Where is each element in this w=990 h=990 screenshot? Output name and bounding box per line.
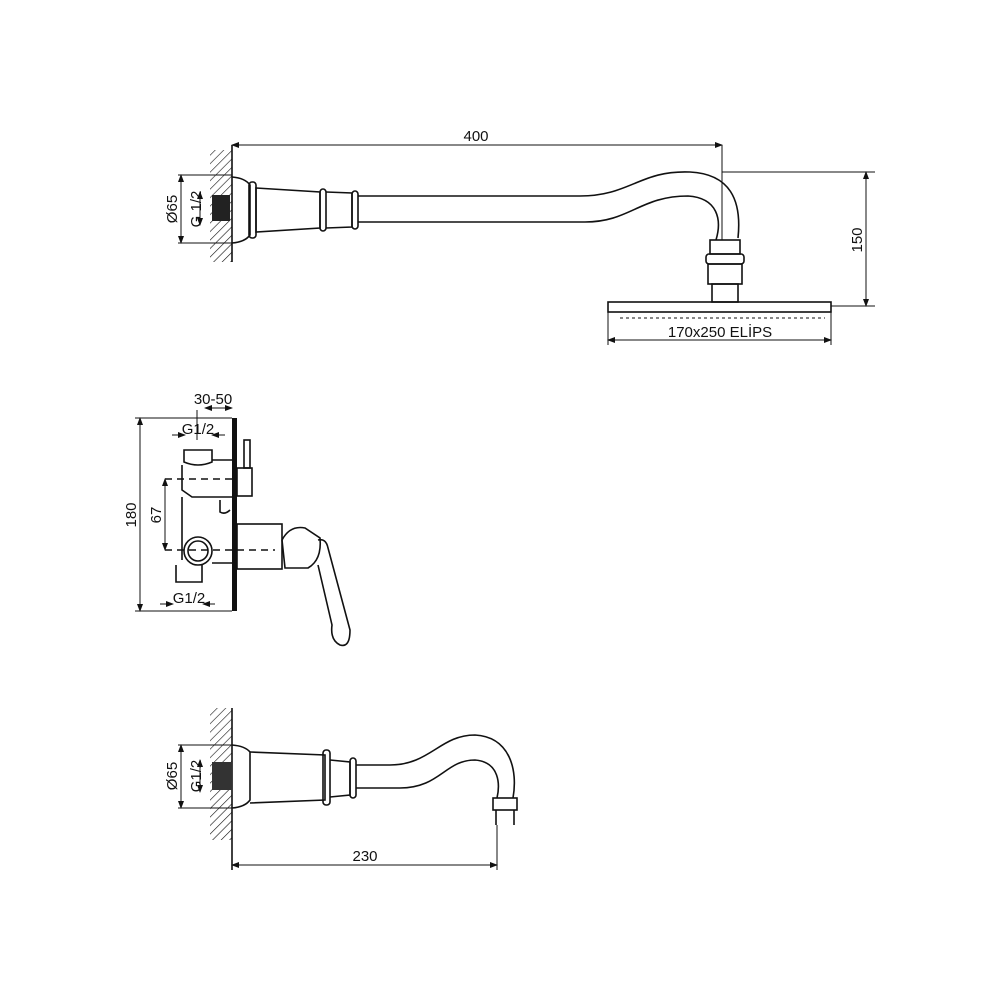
shower-arm-view: 400 150 170x250 ELİPS Ø65 G 1/2 (164, 128, 875, 345)
mixer-height-label: 180 (123, 502, 140, 527)
thread-fitting (212, 195, 230, 221)
top-thread-label: G1/2 (182, 421, 215, 438)
spout-length-label: 230 (352, 848, 377, 865)
shower-head-label: 170x250 ELİPS (668, 323, 772, 341)
flange-diameter-label: Ø65 (164, 195, 181, 223)
thread-label: G 1/2 (188, 191, 205, 228)
mixer-depth-label: 30-50 (194, 391, 232, 408)
arm-length-label: 400 (463, 128, 488, 145)
thread-fitting (212, 762, 232, 790)
spout-flange-diameter-label: Ø65 (164, 762, 181, 790)
spout-view: Ø65 G1/2 230 (164, 708, 518, 870)
mixer-view: 180 30-50 G1/2 67 G1/2 (123, 391, 351, 647)
spout-thread-label: G1/2 (188, 760, 205, 793)
spacing-label: 67 (148, 507, 165, 524)
bottom-thread-label: G1/2 (173, 590, 206, 607)
arm-height-label: 150 (849, 227, 866, 252)
